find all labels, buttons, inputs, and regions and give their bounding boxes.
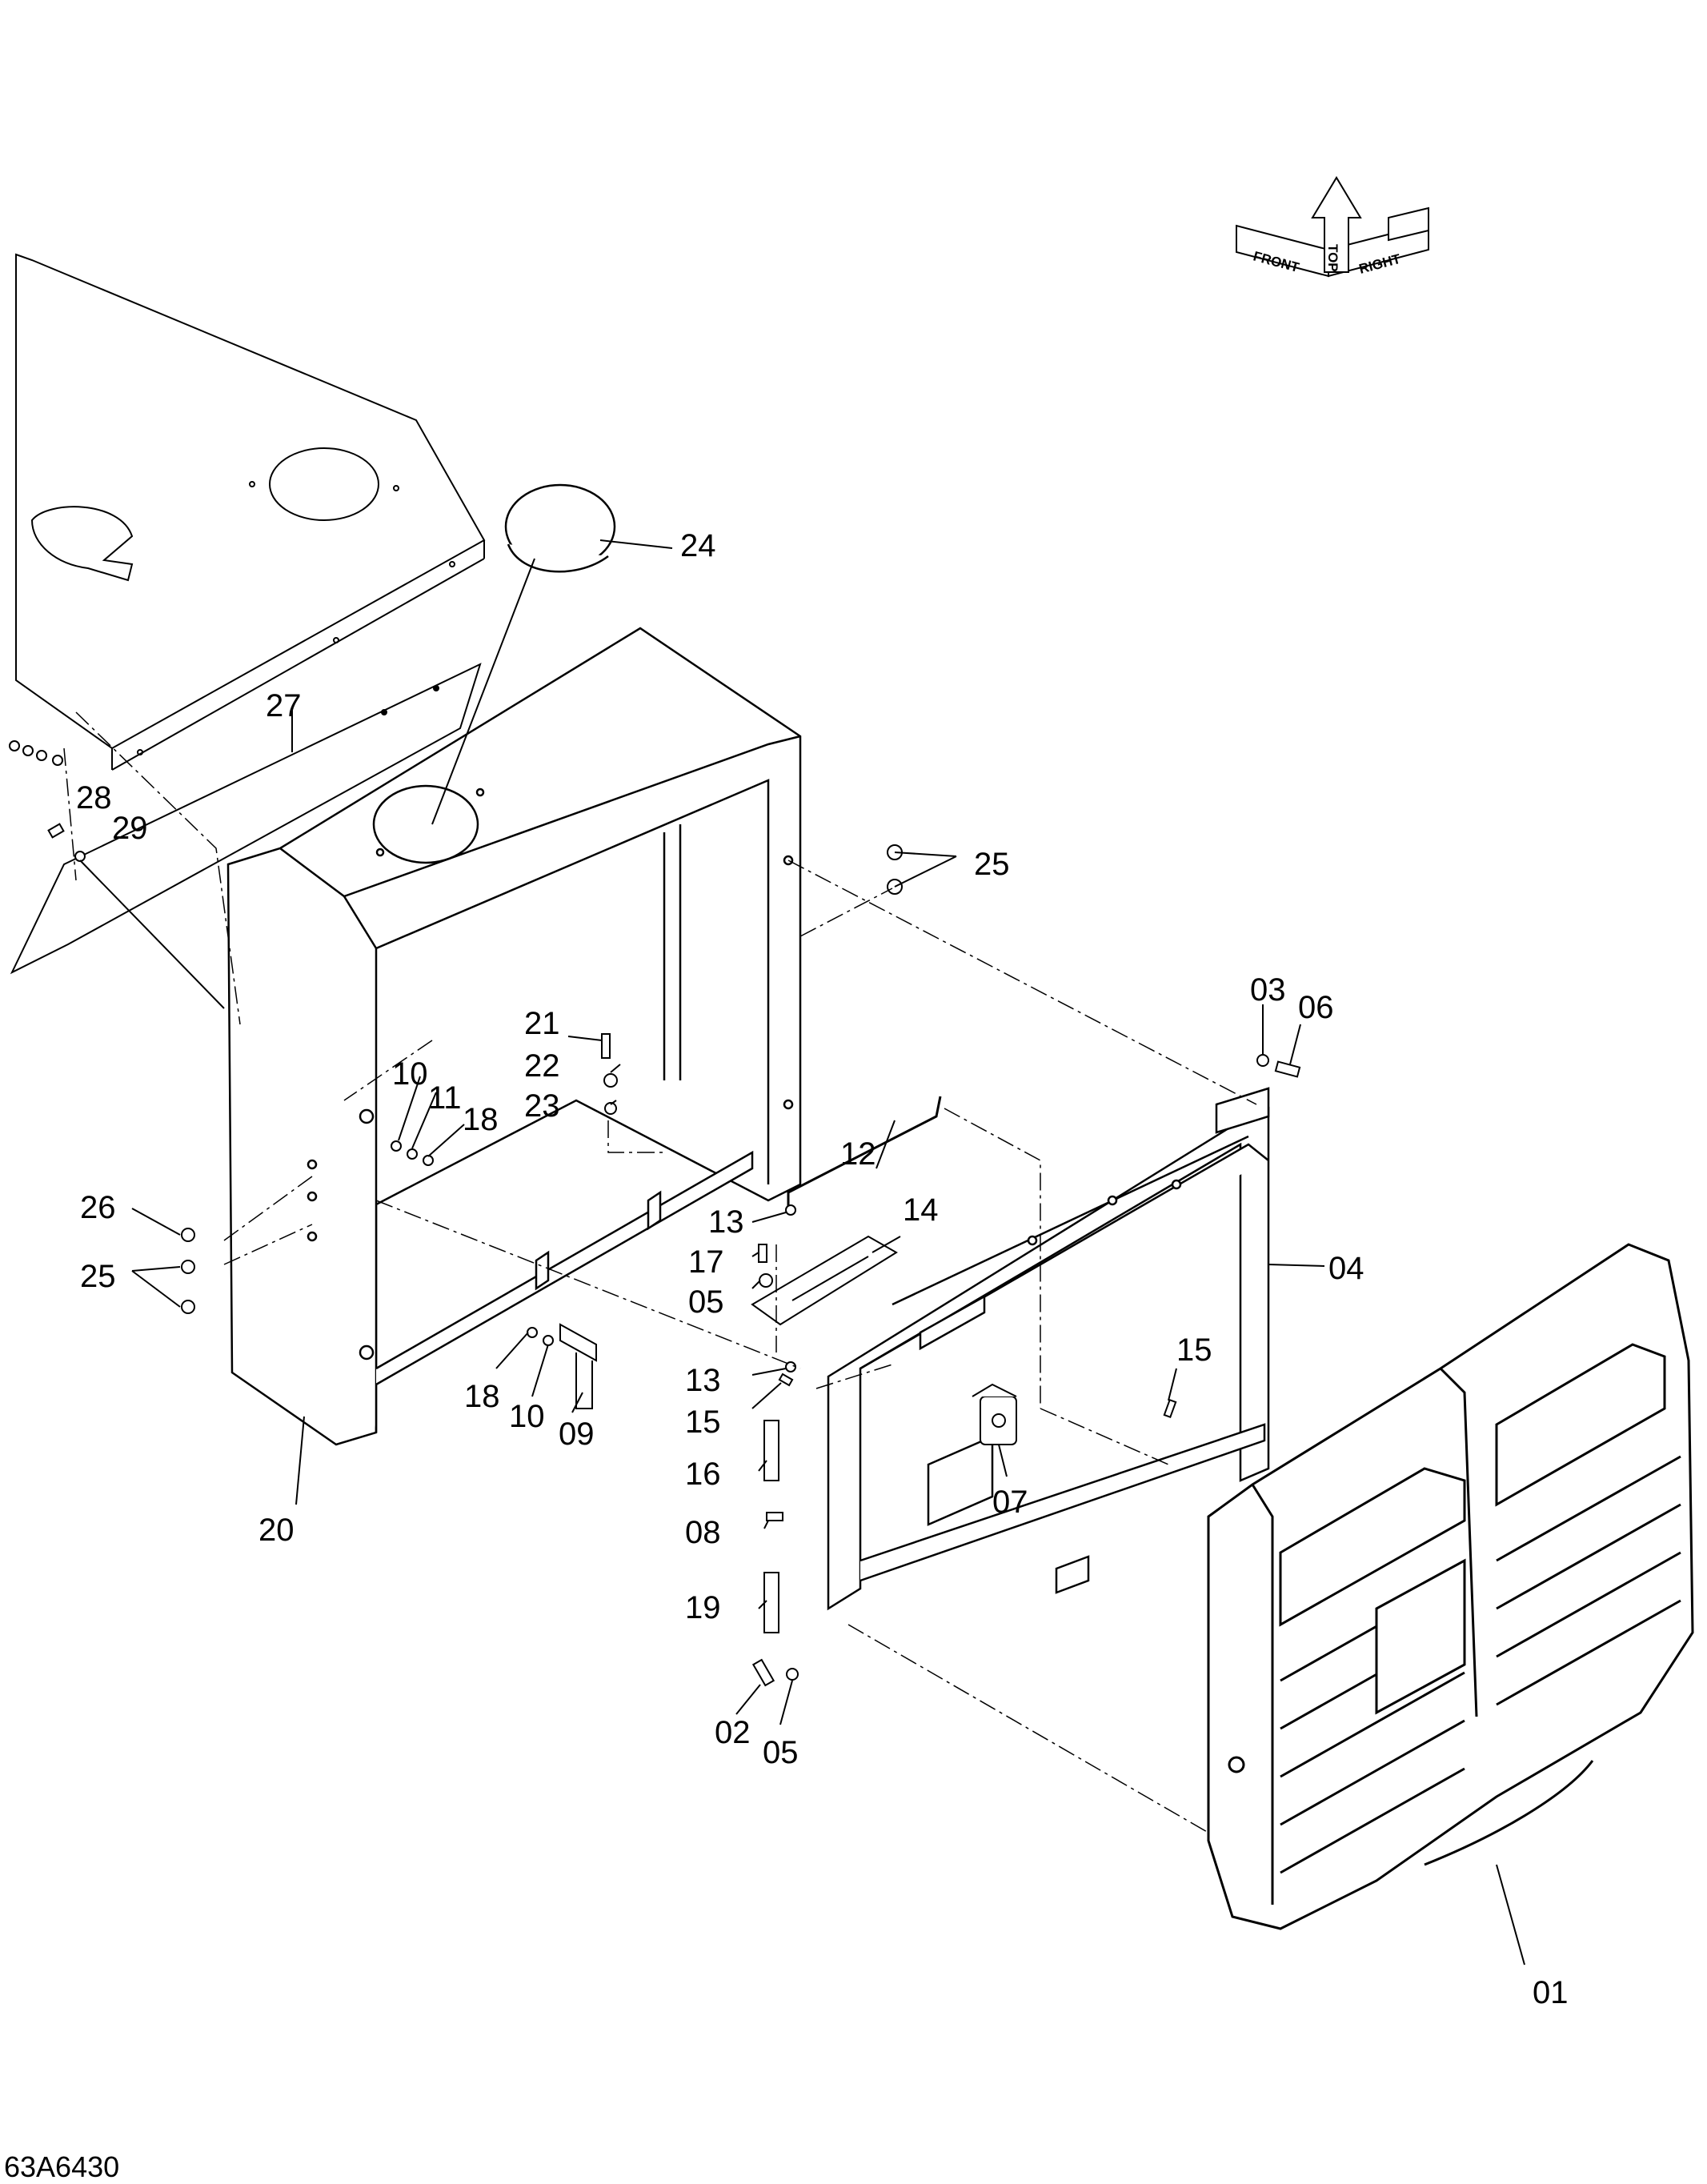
drawing-number: 63A6430 xyxy=(4,2150,119,2183)
callout-04: 04 xyxy=(1328,1251,1364,1286)
callout-02: 02 xyxy=(715,1715,751,1750)
callout-03: 03 xyxy=(1250,972,1286,1008)
callout-25-lower: 25 xyxy=(80,1259,116,1294)
callout-21: 21 xyxy=(524,1006,560,1041)
sensor-07 xyxy=(972,1383,1017,1445)
front-grille-01 xyxy=(1207,1243,1694,1930)
clip-09 xyxy=(559,1323,597,1409)
radiator-shroud-20 xyxy=(226,627,802,1446)
spacer-16 xyxy=(763,1420,779,1481)
callout-18-upper: 18 xyxy=(463,1102,499,1137)
callout-01: 01 xyxy=(1533,1975,1569,2010)
callout-24: 24 xyxy=(680,528,716,563)
callout-23: 23 xyxy=(524,1088,560,1124)
callout-19: 19 xyxy=(685,1590,721,1625)
assembly-lines xyxy=(63,711,1257,1833)
callout-12: 12 xyxy=(840,1136,876,1172)
rod-12 xyxy=(787,1096,942,1208)
orientation-indicator: FRONT TOP RIGHT xyxy=(1236,176,1429,278)
callout-11: 11 xyxy=(428,1080,462,1116)
callout-09: 09 xyxy=(559,1417,595,1452)
callout-08: 08 xyxy=(685,1515,721,1550)
orientation-top-label: TOP xyxy=(1325,244,1340,272)
callout-07: 07 xyxy=(992,1485,1028,1520)
callout-13-lower: 13 xyxy=(685,1363,721,1398)
callout-16: 16 xyxy=(685,1457,721,1492)
callout-27: 27 xyxy=(266,688,302,723)
callout-10-lower: 10 xyxy=(509,1399,545,1434)
callout-13-upper: 13 xyxy=(708,1204,744,1240)
callout-14: 14 xyxy=(903,1192,939,1228)
callout-28: 28 xyxy=(76,780,112,815)
callout-25-upper: 25 xyxy=(974,847,1010,882)
cap-24 xyxy=(504,483,616,573)
radiator-frame-04 xyxy=(827,1087,1270,1611)
spacer-19 xyxy=(763,1572,779,1633)
callout-15-right: 15 xyxy=(1176,1332,1212,1368)
callout-15-left: 15 xyxy=(685,1405,721,1440)
callout-10-upper: 10 xyxy=(392,1056,428,1092)
side-cover-27 xyxy=(10,663,482,975)
callout-18-lower: 18 xyxy=(464,1379,500,1414)
callout-06: 06 xyxy=(1298,990,1334,1025)
callout-29: 29 xyxy=(112,811,148,846)
callout-17: 17 xyxy=(688,1244,724,1280)
leader-lines xyxy=(79,539,1525,1966)
callout-22: 22 xyxy=(524,1048,560,1084)
bracket-14 xyxy=(751,1235,898,1326)
callout-20: 20 xyxy=(258,1513,295,1548)
callouts: 24 27 28 29 25 03 06 21 22 23 10 11 18 1… xyxy=(76,528,1569,2010)
callout-26: 26 xyxy=(80,1190,116,1225)
callout-05-lower: 05 xyxy=(763,1735,799,1770)
hood-panel xyxy=(15,253,486,771)
callout-05-upper: 05 xyxy=(688,1284,724,1320)
